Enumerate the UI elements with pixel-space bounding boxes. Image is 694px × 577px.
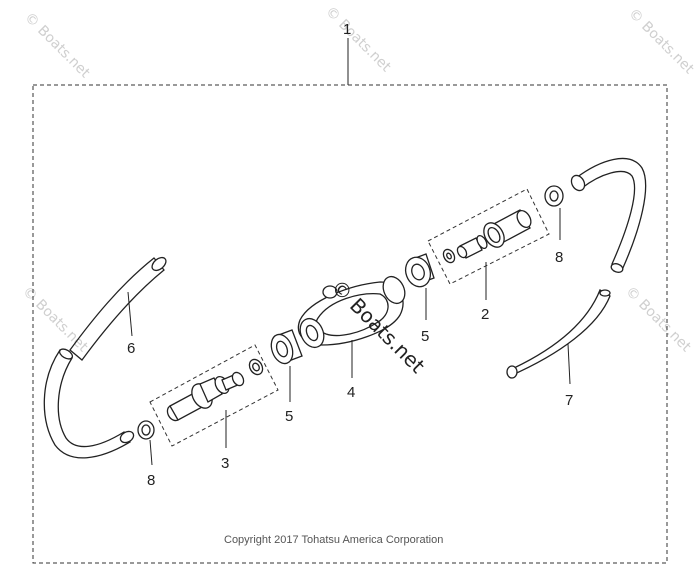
kit-boundary: [32, 84, 668, 564]
seal-5-left: [270, 329, 303, 365]
hose-7: [506, 289, 611, 379]
seal-5-right: [404, 253, 435, 288]
watermark-tile: © Boats.net: [322, 4, 394, 76]
callout-3: 3: [221, 455, 229, 472]
callout-5-right: 5: [421, 328, 429, 345]
leader-8-left: [149, 439, 153, 466]
callout-1: 1: [343, 21, 351, 38]
watermark-tile: © Boats.net: [19, 284, 91, 356]
watermark-tile: © Boats.net: [622, 284, 694, 356]
connector-3: [166, 358, 264, 422]
primer-bulb-4: [297, 275, 406, 349]
group-box-3: [149, 344, 279, 447]
hose-upper-right: [570, 157, 647, 273]
hose-6: [69, 256, 167, 361]
callout-2: 2: [481, 306, 489, 323]
watermark-tile: © Boats.net: [21, 10, 93, 82]
callout-8-left: 8: [147, 472, 155, 489]
hose-lower-left: [43, 348, 135, 459]
group-box-2: [427, 188, 550, 285]
copyright-notice: Copyright 2017 Tohatsu America Corporati…: [224, 534, 443, 546]
ring-8-right: [544, 185, 564, 207]
callout-5-left: 5: [285, 408, 293, 425]
leader-7: [567, 343, 571, 385]
callout-8-right: 8: [555, 249, 563, 266]
leader-6: [127, 291, 133, 337]
callout-4: 4: [347, 384, 355, 401]
callout-7: 7: [565, 392, 573, 409]
ring-8-left: [137, 420, 155, 440]
connector-2: [442, 209, 532, 264]
callout-6: 6: [127, 340, 135, 357]
watermark-tile: © Boats.net: [625, 6, 694, 78]
